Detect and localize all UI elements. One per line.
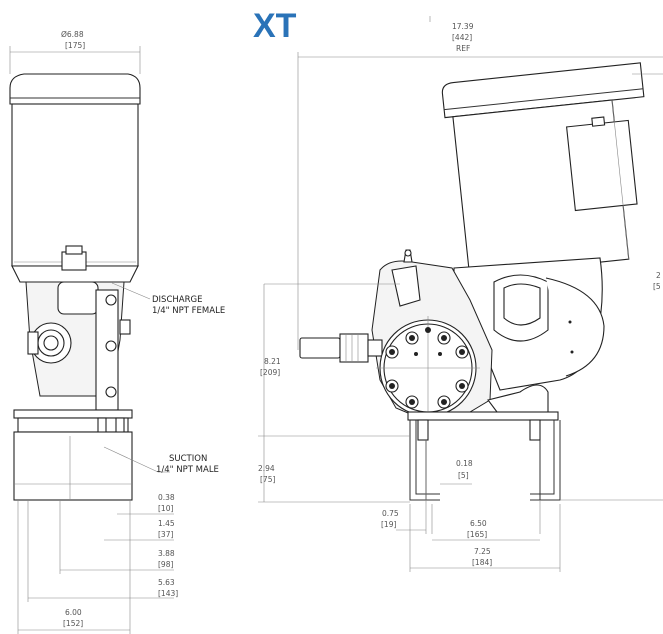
discharge-callout-line2: 1/4" NPT FEMALE [152, 306, 225, 316]
dim-145: 1.45 [158, 519, 175, 528]
dim-388: 3.88 [158, 549, 175, 558]
overall-height-dim: 2 [656, 271, 661, 280]
dim-563: 5.63 [158, 578, 175, 587]
slot-dim-mm: [5] [458, 471, 469, 480]
overall-width-dim-mm: [442] [452, 33, 472, 42]
front-view: Ø6.88 [175] DISCHARGE 1/4" NPT FEMALE SU… [9, 30, 225, 634]
pump-height-dim: 8.21 [264, 357, 281, 366]
dim-600: 6.00 [65, 608, 82, 617]
left-offset-dim: 0.75 [382, 509, 399, 518]
base-height-dim: 2.94 [258, 464, 275, 473]
left-offset-dim-mm: [19] [381, 520, 396, 529]
discharge-callout-line1: DISCHARGE [152, 295, 202, 305]
outer-width-dim: 7.25 [474, 547, 491, 556]
slot-dim: 0.18 [456, 459, 473, 468]
suction-callout-line2: 1/4" NPT MALE [156, 465, 219, 475]
inner-width-dim: 6.50 [470, 519, 487, 528]
dim-563-mm: [143] [158, 589, 178, 598]
dim-038: 0.38 [158, 493, 175, 502]
dim-145-mm: [37] [158, 530, 173, 539]
inner-width-dim-mm: [165] [467, 530, 487, 539]
outer-width-dim-mm: [184] [472, 558, 492, 567]
pump-height-dim-mm: [209] [260, 368, 280, 377]
suction-callout-line1: SUCTION [169, 454, 207, 464]
side-view: 17.39 [442] REF [258, 16, 663, 572]
overall-width-ref: REF [456, 44, 470, 53]
dim-600-mm: [152] [63, 619, 83, 628]
overall-height-dim-mm: [5 [653, 282, 661, 291]
diameter-dim-mm: [175] [65, 41, 85, 50]
dim-388-mm: [98] [158, 560, 173, 569]
product-title: XT [253, 7, 297, 45]
overall-width-dim: 17.39 [452, 22, 474, 31]
base-height-dim-mm: [75] [260, 475, 275, 484]
diameter-dim: Ø6.88 [61, 30, 84, 39]
dim-038-mm: [10] [158, 504, 173, 513]
